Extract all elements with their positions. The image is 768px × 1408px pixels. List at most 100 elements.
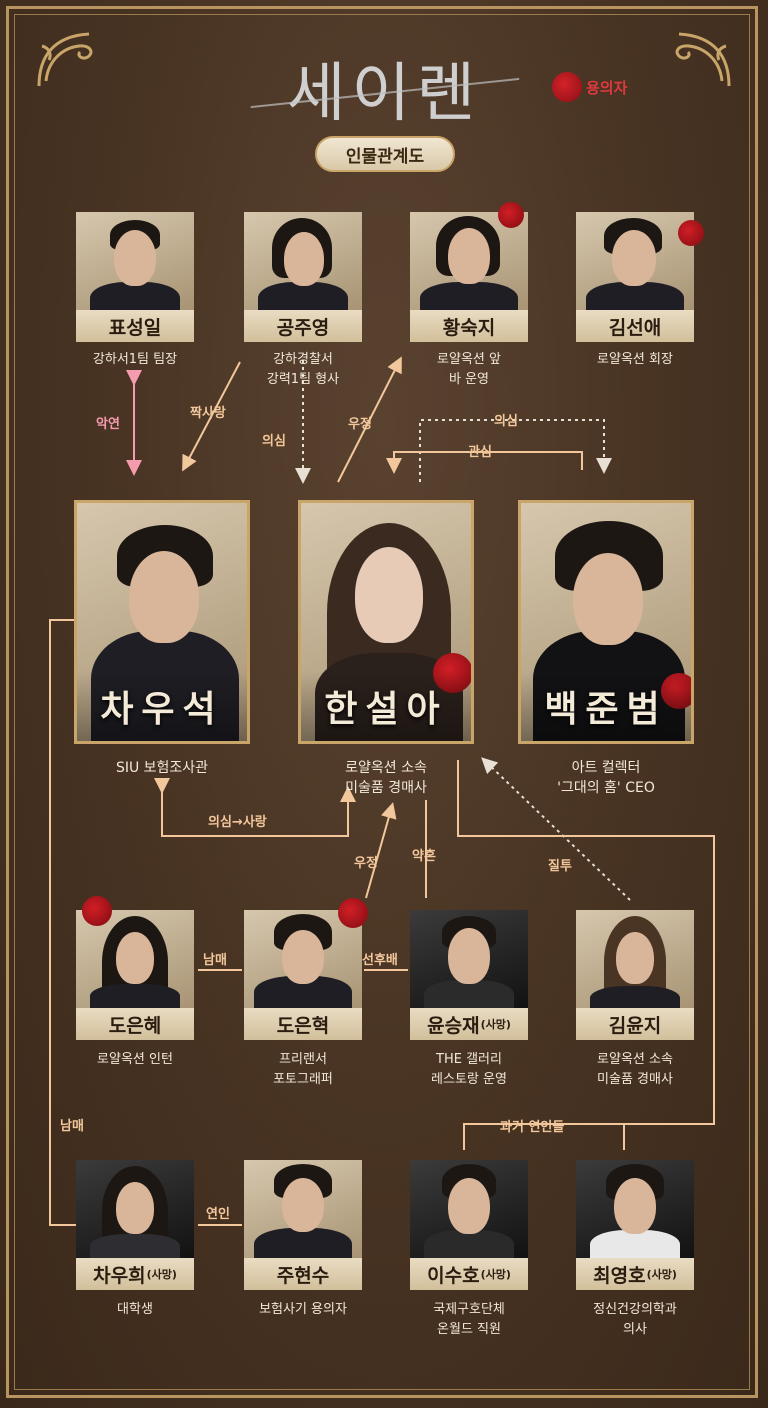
relation-label-r15: 과거 연인들 bbox=[500, 1120, 565, 1135]
main-card-2: 백준범 bbox=[518, 500, 694, 744]
relation-label-r2: 짝사랑 bbox=[190, 406, 226, 421]
person-name: 도은혜 bbox=[76, 1008, 194, 1040]
person-name: 공주영 bbox=[244, 310, 362, 342]
portrait-photo: 한설아 bbox=[298, 500, 474, 744]
outer-frame bbox=[6, 6, 758, 1398]
person-desc: 아트 컬렉터 '그대의 홈' CEO bbox=[557, 760, 655, 796]
portrait-photo bbox=[76, 1160, 194, 1258]
relation-label-r14: 연인 bbox=[206, 1207, 230, 1222]
person-name: 표성일 bbox=[76, 310, 194, 342]
relation-label-r13: 남매 bbox=[60, 1119, 84, 1134]
relation-label-r5: 의심 bbox=[494, 414, 518, 429]
person-card-mid-2: 윤승재(사망) bbox=[410, 910, 528, 1040]
person-card-bottom-1: 주현수 bbox=[244, 1160, 362, 1290]
line-r13 bbox=[49, 619, 76, 1226]
portrait-photo bbox=[244, 910, 362, 1008]
relation-label-r6: 관심 bbox=[468, 445, 492, 460]
person-desc: 로얄옥션 소속 미술품 경매사 bbox=[345, 760, 427, 796]
relation-label-r9: 약혼 bbox=[412, 849, 436, 864]
name-text: 도은혜 bbox=[108, 1014, 162, 1037]
name-text: 김윤지 bbox=[608, 1014, 662, 1037]
deceased-tag: (사망) bbox=[480, 1018, 511, 1031]
relation-label-r10: 질투 bbox=[548, 859, 572, 874]
person-card-mid-3: 김윤지 bbox=[576, 910, 694, 1040]
deceased-tag: (사망) bbox=[480, 1268, 511, 1281]
portrait-photo bbox=[76, 212, 194, 310]
person-desc: 로얄옥션 앞 바 운영 bbox=[437, 352, 501, 387]
blood-splatter-icon bbox=[433, 653, 471, 693]
name-text: 윤승재 bbox=[427, 1014, 480, 1037]
person-card-mid-1: 도은혁 bbox=[244, 898, 368, 1040]
line-r15 bbox=[457, 760, 715, 1150]
person-name: 윤승재(사망) bbox=[410, 1008, 528, 1040]
main-name: 차우석 bbox=[77, 671, 247, 741]
person-card-top-3: 김선애 bbox=[576, 212, 704, 342]
portrait-photo: 백준범 bbox=[518, 500, 694, 744]
relation-label-r8: 우정 bbox=[354, 856, 378, 871]
relation-label-r4: 우정 bbox=[348, 417, 372, 432]
ornament-top-left-icon bbox=[37, 32, 93, 87]
person-name: 최영호(사망) bbox=[576, 1258, 694, 1290]
inner-frame bbox=[14, 14, 750, 1390]
line-r8 bbox=[365, 802, 397, 899]
line-r2 bbox=[182, 361, 241, 472]
blood-splatter-icon bbox=[678, 220, 704, 246]
relation-label-r7: 의심→사랑 bbox=[208, 815, 267, 830]
person-desc: 강하서1팀 팀장 bbox=[92, 352, 178, 367]
name-text: 차우희 bbox=[93, 1264, 146, 1287]
main-name: 한설아 bbox=[301, 671, 471, 741]
person-desc: 로얄옥션 인턴 bbox=[97, 1052, 173, 1067]
person-name: 황숙지 bbox=[410, 310, 528, 342]
relation-label-r11: 남매 bbox=[203, 953, 227, 968]
portrait-photo bbox=[244, 212, 362, 310]
name-text: 주현수 bbox=[276, 1264, 330, 1287]
relation-label-r12: 선후배 bbox=[362, 953, 398, 968]
portrait-photo bbox=[76, 910, 194, 1008]
person-desc: SIU 보험조사관 bbox=[115, 760, 209, 776]
person-name: 주현수 bbox=[244, 1258, 362, 1290]
portrait-photo bbox=[410, 1160, 528, 1258]
person-card-top-2: 황숙지 bbox=[410, 202, 528, 342]
deceased-tag: (사망) bbox=[146, 1268, 177, 1281]
line-r10 bbox=[481, 757, 631, 901]
person-name: 도은혁 bbox=[244, 1008, 362, 1040]
person-name: 김선애 bbox=[576, 310, 694, 342]
person-desc: 로얄옥션 회장 bbox=[597, 352, 673, 367]
person-card-top-0: 표성일 bbox=[76, 212, 194, 342]
person-desc: 강하경찰서 강력1팀 형사 bbox=[266, 352, 340, 387]
suspect-legend: 용의자 bbox=[552, 72, 627, 102]
ornament-top-right-icon bbox=[675, 32, 731, 87]
blood-splatter-icon bbox=[498, 202, 524, 228]
deceased-tag: (사망) bbox=[646, 1268, 677, 1281]
portrait-photo bbox=[576, 212, 694, 310]
name-text: 최영호 bbox=[593, 1264, 646, 1287]
person-card-bottom-3: 최영호(사망) bbox=[576, 1160, 694, 1290]
main-name: 백준범 bbox=[521, 671, 691, 741]
person-desc: THE 갤러리 레스토랑 운영 bbox=[431, 1052, 507, 1087]
person-desc: 대학생 bbox=[117, 1302, 153, 1317]
person-card-mid-0: 도은혜 bbox=[76, 896, 194, 1040]
blood-splatter-icon bbox=[661, 673, 691, 709]
relation-label-r3: 의심 bbox=[262, 434, 286, 449]
line-r7 bbox=[154, 778, 356, 837]
person-name: 차우희(사망) bbox=[76, 1258, 194, 1290]
portrait-photo bbox=[410, 212, 528, 310]
name-text: 도은혁 bbox=[276, 1014, 330, 1037]
blood-splatter-icon bbox=[552, 72, 582, 102]
name-text: 이수호 bbox=[427, 1264, 480, 1287]
relation-label-r1: 악연 bbox=[96, 417, 120, 432]
main-card-1: 한설아 bbox=[298, 500, 474, 744]
person-name: 이수호(사망) bbox=[410, 1258, 528, 1290]
portrait-photo bbox=[410, 910, 528, 1008]
portrait-photo bbox=[244, 1160, 362, 1258]
person-card-bottom-2: 이수호(사망) bbox=[410, 1160, 528, 1290]
main-card-0: 차우석 bbox=[74, 500, 250, 744]
person-desc: 국제구호단체 온월드 직원 bbox=[433, 1302, 505, 1337]
portrait-photo: 차우석 bbox=[74, 500, 250, 744]
subtitle-badge: 인물관계도 bbox=[315, 136, 455, 172]
portrait-photo bbox=[576, 1160, 694, 1258]
person-card-bottom-0: 차우희(사망) bbox=[76, 1160, 194, 1290]
line-r6 bbox=[386, 451, 583, 474]
blood-splatter-icon bbox=[82, 896, 112, 926]
